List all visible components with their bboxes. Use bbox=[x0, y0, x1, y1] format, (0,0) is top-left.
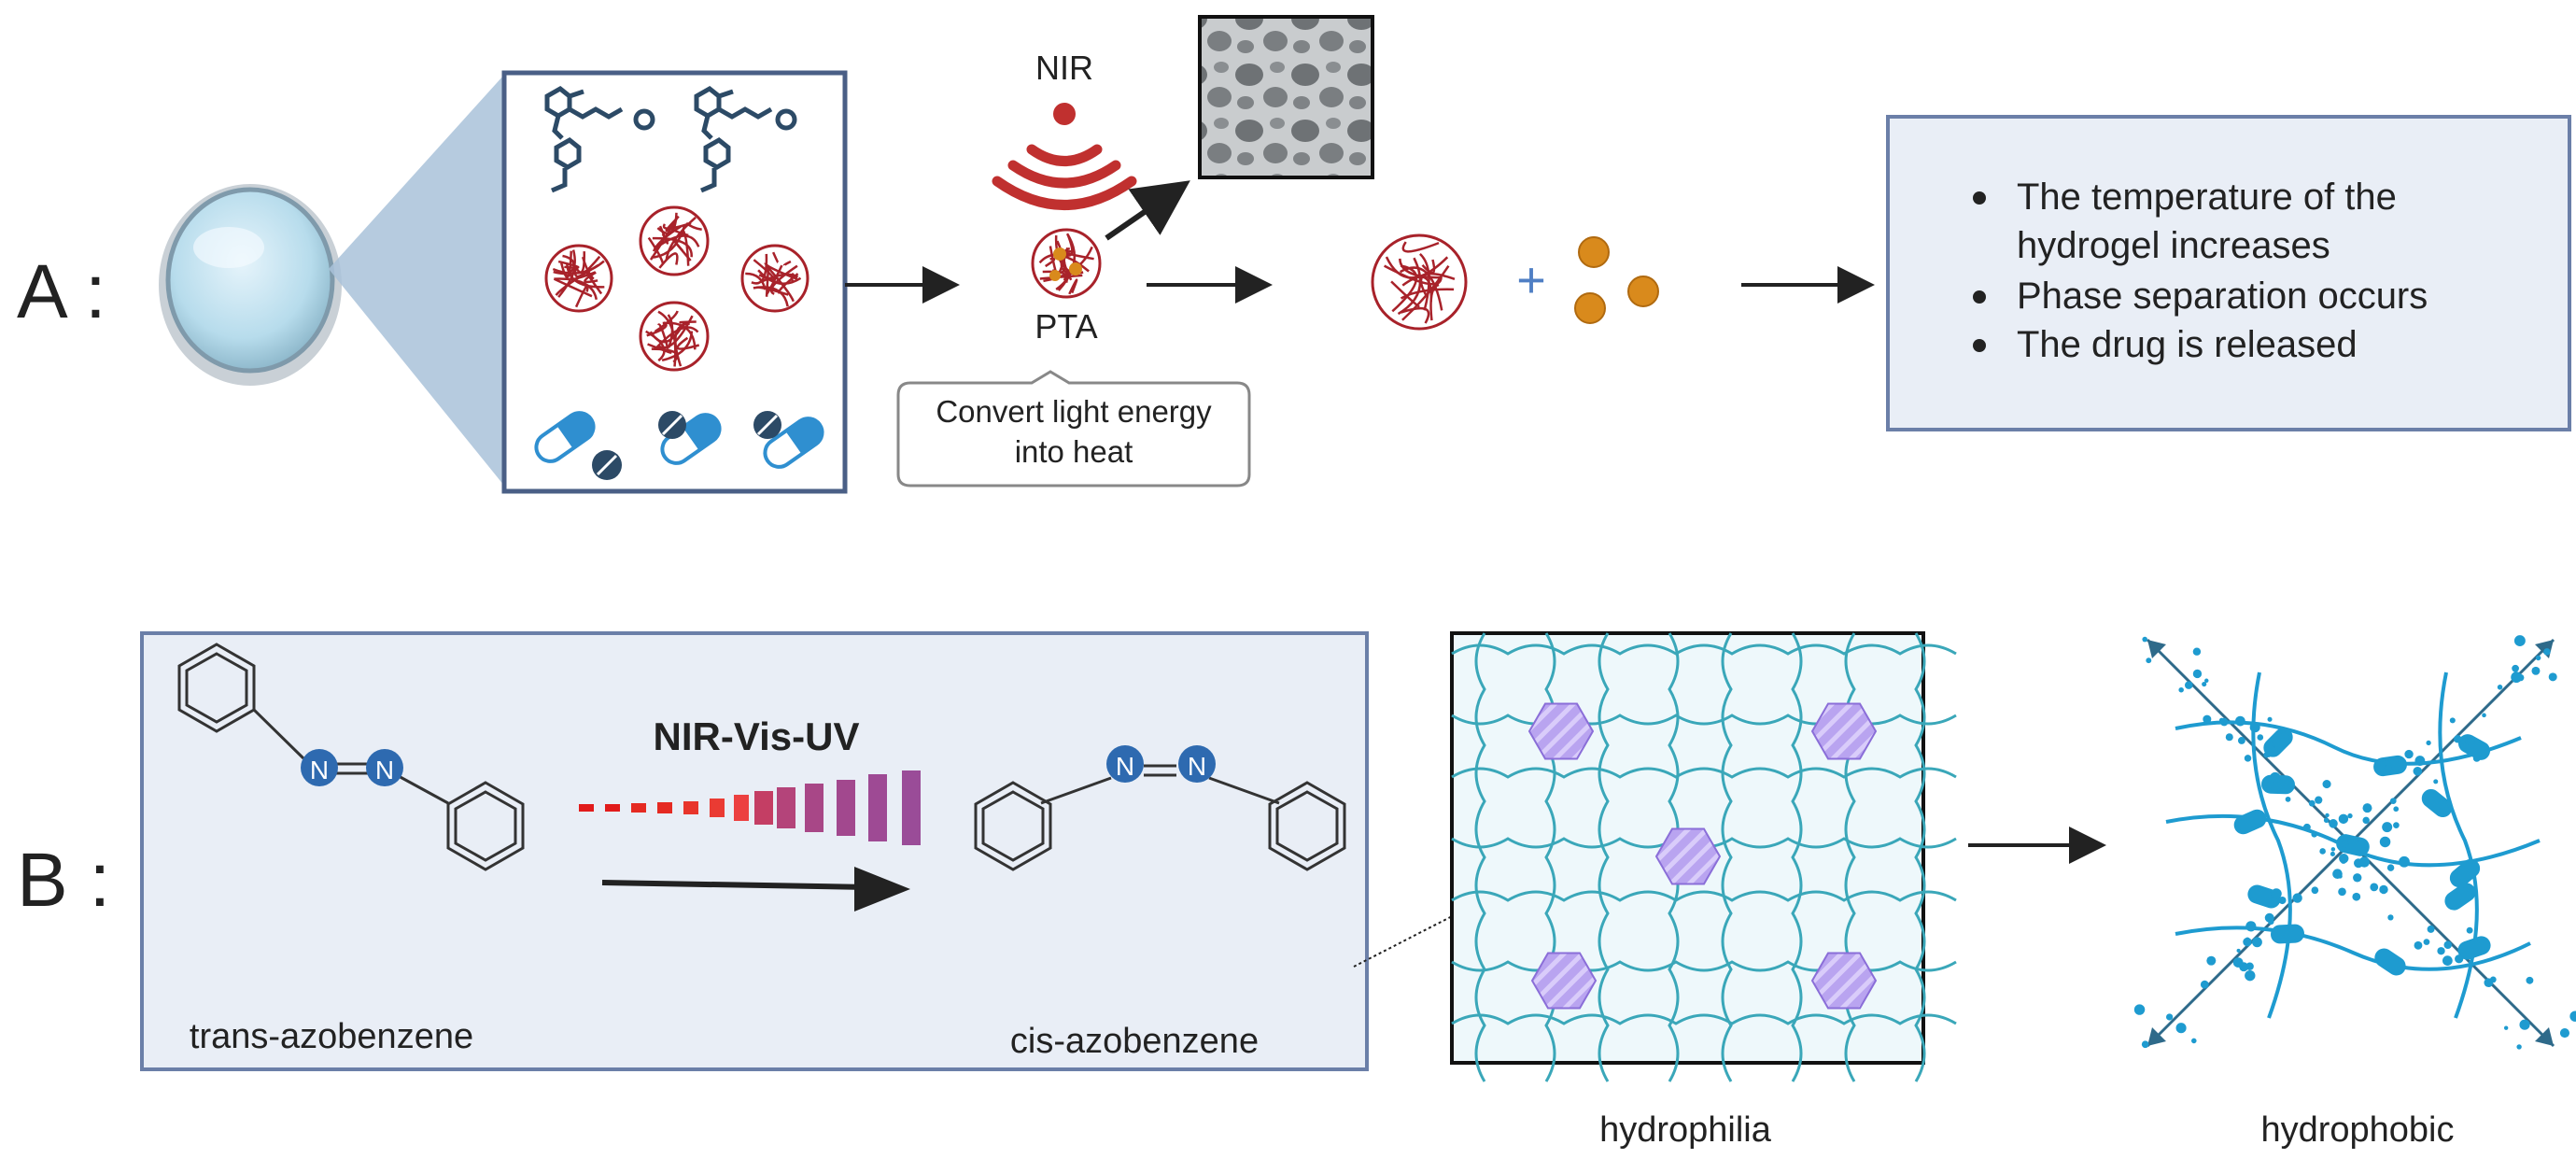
hexagon-icon bbox=[1810, 952, 1878, 1010]
pta-nanoparticle-icon bbox=[1031, 228, 1102, 299]
signal-wave-icon bbox=[992, 103, 1137, 210]
plus-sign: + bbox=[1516, 252, 1546, 308]
hydrophilic-network bbox=[1450, 631, 1957, 1082]
nitrogen-label: N bbox=[310, 756, 329, 784]
released-drug-icon bbox=[1574, 236, 1659, 324]
nitrogen-atom bbox=[366, 749, 403, 786]
hydrophobic-label: hydrophobic bbox=[2260, 1110, 2454, 1150]
nitrogen-atom bbox=[301, 749, 338, 786]
pta-label: PTA bbox=[1035, 307, 1097, 346]
arrow bbox=[1105, 180, 1190, 241]
nanoparticle-icon bbox=[639, 301, 710, 372]
trans-azobenzene-label: trans-azobenzene bbox=[190, 1017, 473, 1056]
result-bullet-1-cont: hydrogel increases bbox=[2017, 225, 2330, 266]
result-bullet-2: Phase separation occurs bbox=[2017, 276, 2428, 317]
capsule-icon bbox=[534, 411, 596, 463]
cis-azobenzene-molecule bbox=[974, 764, 1346, 871]
result-bullet-3: The drug is released bbox=[2017, 324, 2358, 365]
nanoparticle-icon bbox=[639, 205, 710, 276]
callout-bubble: Convert light energy into heat bbox=[896, 370, 1251, 488]
hexagon-icon bbox=[1810, 702, 1878, 760]
nanoparticle-group bbox=[544, 205, 809, 372]
callout-line-1: Convert light energy bbox=[936, 394, 1212, 429]
capsule-icon bbox=[763, 417, 824, 469]
result-box: The temperature of the hydrogel increase… bbox=[1886, 115, 2571, 431]
panel-b-label: B : bbox=[17, 838, 110, 923]
hexagon-icon bbox=[1527, 702, 1595, 760]
azobenzene-box bbox=[140, 631, 1369, 1071]
arrow bbox=[601, 867, 910, 912]
nitrogen-label: N bbox=[1188, 752, 1206, 781]
panel-a-label: A : bbox=[17, 249, 106, 334]
hydrophilic-label: hydrophilia bbox=[1599, 1110, 1772, 1150]
nitrogen-label: N bbox=[1116, 752, 1134, 781]
hexagon-icon bbox=[1530, 952, 1598, 1010]
polymer-molecule-icon bbox=[544, 85, 797, 193]
callout-line-2: into heat bbox=[1015, 434, 1133, 469]
light-gradient-bar bbox=[579, 770, 921, 845]
hydrophobic-network bbox=[2133, 635, 2576, 1050]
panel-a: A : bbox=[17, 15, 2571, 494]
light-source-label: NIR-Vis-UV bbox=[654, 714, 860, 758]
zoom-cone bbox=[329, 75, 504, 486]
nanoparticle-icon bbox=[544, 244, 613, 313]
panel-b: B : N N trans-azobenzene NIR-Vis-UV bbox=[17, 631, 2576, 1150]
petri-dish-icon bbox=[159, 184, 342, 386]
hydrogel-particle-icon bbox=[1371, 233, 1468, 331]
nitrogen-label: N bbox=[375, 756, 394, 784]
nanoparticle-icon bbox=[1371, 233, 1468, 331]
result-bullet-1: The temperature of the bbox=[2017, 177, 2397, 218]
cis-azobenzene-label: cis-azobenzene bbox=[1010, 1022, 1259, 1061]
porous-scaffold-icon bbox=[1198, 15, 1374, 179]
capsule-group bbox=[534, 411, 824, 480]
nanoparticle-icon bbox=[1031, 228, 1102, 299]
nitrogen-atom bbox=[1178, 745, 1216, 783]
trans-azobenzene-molecule bbox=[177, 643, 525, 871]
nitrogen-atom bbox=[1106, 745, 1144, 783]
hexagon-icon bbox=[1654, 827, 1722, 885]
capsule-icon bbox=[660, 413, 722, 465]
nir-label: NIR bbox=[1035, 49, 1093, 87]
nanoparticle-icon bbox=[740, 244, 809, 313]
